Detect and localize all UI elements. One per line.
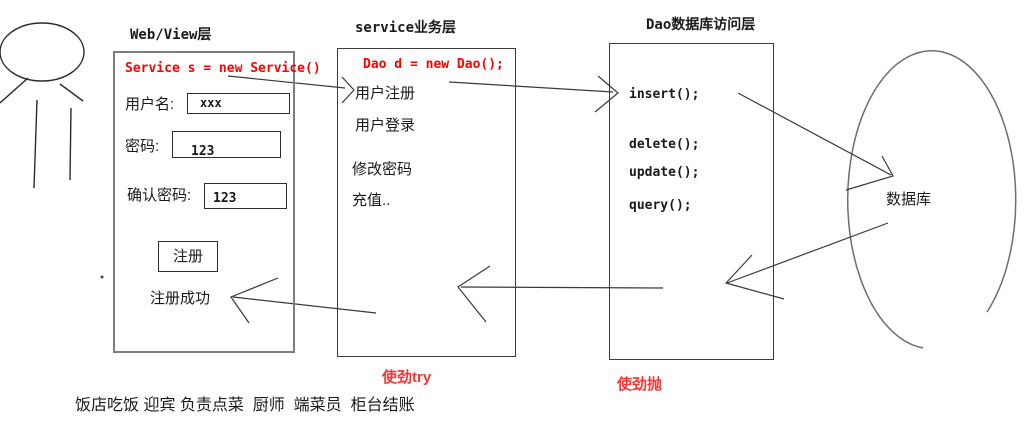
arrow-web-to-service <box>227 75 355 104</box>
dao-method-delete: delete(); <box>629 137 700 152</box>
person-arm-left <box>0 77 29 104</box>
service-layer-title: service业务层 <box>355 20 457 36</box>
username-value: xxx <box>200 96 222 110</box>
arrow-database-to-dao <box>724 222 889 300</box>
confirm-password-label: 确认密码: <box>127 187 192 204</box>
web-layer-box <box>113 51 295 353</box>
register-success-text: 注册成功 <box>150 290 211 307</box>
service-layer-box <box>337 48 516 357</box>
service-item-change-password: 修改密码 <box>352 161 413 178</box>
register-button: 注册 <box>158 241 218 272</box>
arrow-dao-to-database <box>737 92 894 191</box>
person-head <box>0 22 85 82</box>
note-try: 使劲try <box>382 369 432 386</box>
dao-layer-title: Dao数据库访问层 <box>646 17 756 33</box>
note-throw: 使劲抛 <box>617 376 663 393</box>
dao-layer-box <box>609 43 774 360</box>
arrow-service-to-dao <box>448 75 619 113</box>
confirm-password-value: 123 <box>213 191 237 206</box>
service-dao-code: Dao d = new Dao(); <box>363 57 504 72</box>
restaurant-analogy-text: 饭店吃饭 迎宾 负责点菜 厨师 端菜员 柜台结账 <box>75 397 415 414</box>
database-ellipse <box>847 50 1017 349</box>
username-label: 用户名: <box>125 96 175 113</box>
service-item-recharge: 充值.. <box>352 192 391 209</box>
username-input <box>187 93 290 114</box>
person-arm-right <box>59 83 84 102</box>
password-value: 123 <box>191 144 215 159</box>
confirm-password-input <box>204 183 287 209</box>
arrow-service-to-web <box>230 277 377 324</box>
flow-arrows <box>227 75 894 324</box>
dao-method-update: update(); <box>629 165 700 180</box>
person-leg-right <box>69 107 72 181</box>
dao-method-insert: insert(); <box>629 87 700 102</box>
password-label: 密码: <box>125 138 160 155</box>
stray-dot <box>100 275 104 279</box>
person-figure-icon <box>0 22 85 189</box>
service-item-register: 用户注册 <box>355 85 416 102</box>
web-layer-title: Web/View层 <box>130 27 212 43</box>
person-leg-left <box>33 99 38 189</box>
database-label: 数据库 <box>886 191 932 208</box>
arrow-dao-to-service <box>457 265 664 323</box>
service-item-login: 用户登录 <box>355 117 416 134</box>
web-service-code: Service s = new Service() <box>125 61 321 76</box>
dao-method-query: query(); <box>629 198 692 213</box>
password-input <box>172 131 281 158</box>
